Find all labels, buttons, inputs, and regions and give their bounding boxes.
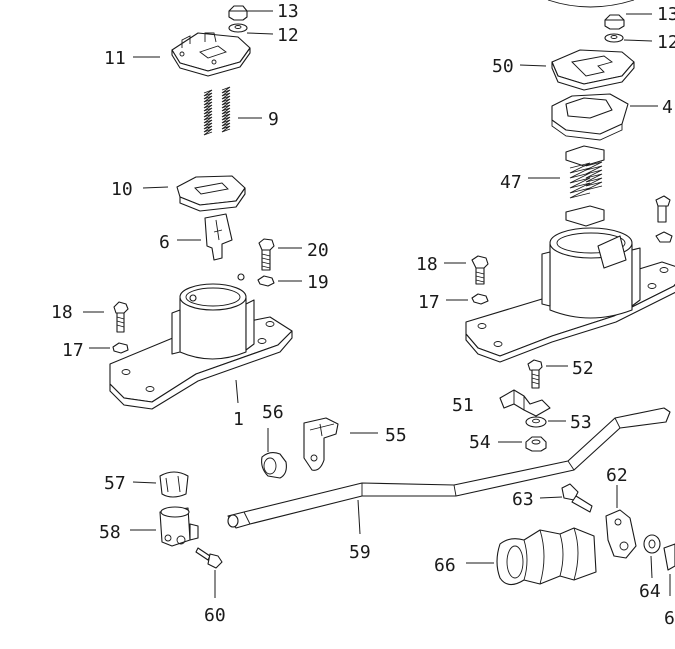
part-1-shift-housing bbox=[109, 273, 293, 410]
part-17-washer-right bbox=[471, 293, 489, 305]
part-47-spring-assembly bbox=[565, 145, 605, 227]
callout-53: 53 bbox=[570, 412, 592, 433]
part-59-shift-rod bbox=[227, 407, 671, 529]
part-20-bolt bbox=[258, 238, 275, 271]
callout-4x: 4 bbox=[662, 97, 673, 118]
callout-60: 60 bbox=[204, 605, 226, 626]
part-1-shift-housing-right bbox=[465, 227, 675, 363]
callout-54: 54 bbox=[469, 432, 491, 453]
part-13-nut-right bbox=[604, 14, 625, 30]
callout-56: 56 bbox=[262, 402, 284, 423]
part-52-screw bbox=[527, 359, 543, 389]
callout-64: 64 bbox=[639, 581, 661, 602]
part-50-gate-plate bbox=[551, 49, 635, 91]
part-56-bushing bbox=[261, 451, 287, 479]
callout-59: 59 bbox=[349, 542, 371, 563]
callout-13: 13 bbox=[277, 1, 299, 22]
callout-11: 11 bbox=[104, 48, 126, 69]
callout-12: 12 bbox=[277, 25, 299, 46]
part-54-nut bbox=[525, 436, 547, 452]
callout-19: 19 bbox=[307, 272, 329, 293]
part-20-bolt-right bbox=[655, 195, 673, 243]
part-6-shift-finger bbox=[204, 213, 233, 261]
part-58-coupling bbox=[159, 506, 199, 547]
part-55-support-bracket bbox=[303, 417, 339, 471]
callout-17: 17 bbox=[62, 340, 84, 361]
callout-1: 1 bbox=[233, 409, 244, 430]
part-12-washer bbox=[228, 23, 248, 33]
callout-52: 52 bbox=[572, 358, 594, 379]
callout-12-right: 12 bbox=[657, 32, 675, 53]
callout-6: 6 bbox=[159, 232, 170, 253]
callout-63: 63 bbox=[512, 489, 534, 510]
part-17-washer-left bbox=[112, 342, 129, 354]
part-12-washer-right bbox=[604, 33, 624, 43]
part-63-bolt bbox=[561, 483, 593, 513]
callout-51: 51 bbox=[452, 395, 474, 416]
part-51-retaining-clip bbox=[499, 389, 551, 417]
callout-10: 10 bbox=[111, 179, 133, 200]
part-53-washer bbox=[525, 416, 547, 428]
part-18-screw-right bbox=[471, 255, 489, 285]
callout-50: 50 bbox=[492, 56, 514, 77]
part-edge-fragment bbox=[663, 543, 675, 571]
callout-6-partial: 6 bbox=[664, 608, 675, 629]
callout-13-right: 13 bbox=[657, 4, 675, 25]
callout-18-right: 18 bbox=[416, 254, 438, 275]
callout-18: 18 bbox=[51, 302, 73, 323]
part-13-nut bbox=[228, 5, 248, 21]
part-11-guide-plate bbox=[171, 32, 251, 77]
callout-57: 57 bbox=[104, 473, 126, 494]
callout-58: 58 bbox=[99, 522, 121, 543]
part-10-spring-plate bbox=[176, 175, 246, 212]
callout-9: 9 bbox=[268, 109, 279, 130]
callout-62: 62 bbox=[606, 465, 628, 486]
callout-17-right: 17 bbox=[418, 292, 440, 313]
part-18-screw-left bbox=[113, 301, 129, 333]
part-60-clamp-bolt bbox=[195, 547, 223, 569]
part-66-rubber-boot bbox=[496, 527, 597, 586]
part-19-lock-washer bbox=[257, 275, 275, 287]
callout-66: 66 bbox=[434, 555, 456, 576]
part-64-nut bbox=[643, 534, 661, 554]
part-49-guide-ring bbox=[551, 93, 629, 141]
part-57-rubber-cup bbox=[159, 471, 189, 498]
callout-55: 55 bbox=[385, 425, 407, 446]
part-62-clamp bbox=[605, 509, 637, 559]
callout-20: 20 bbox=[307, 240, 329, 261]
part-9-springs bbox=[203, 86, 231, 136]
callout-47: 47 bbox=[500, 172, 522, 193]
